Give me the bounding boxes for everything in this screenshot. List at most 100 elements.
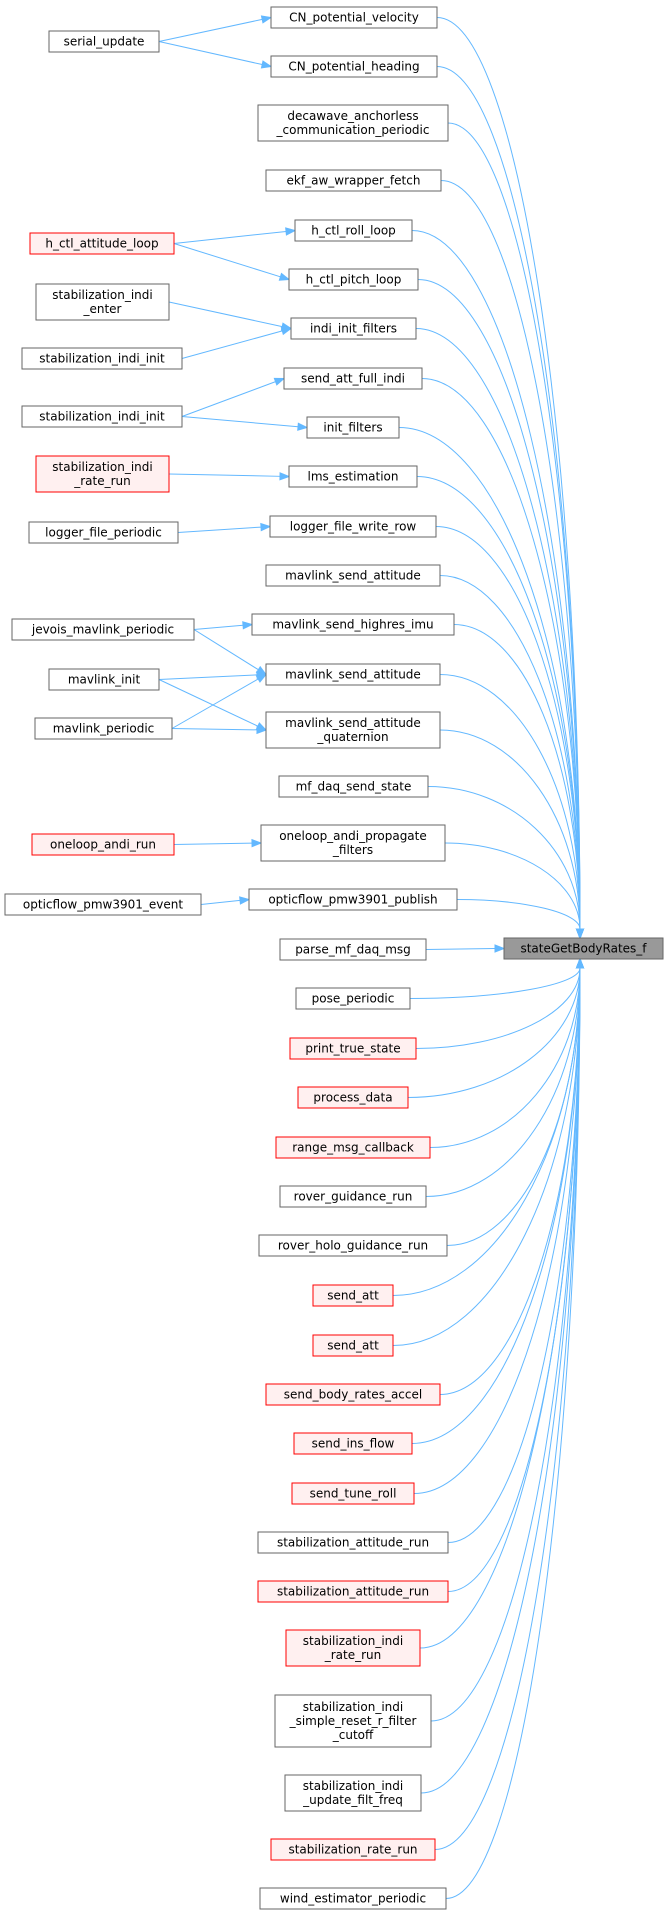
function-node-range-msg[interactable]: range_msg_callback (275, 1136, 431, 1159)
edge-arrowhead (273, 377, 286, 386)
function-node-stab-indi-init-1[interactable]: stabilization_indi_init (21, 347, 183, 370)
function-node-send-body-rates[interactable]: send_body_rates_accel (265, 1383, 441, 1406)
function-node-stab-indi-rate-run-b[interactable]: stabilization_indi_rate_run (285, 1629, 421, 1667)
function-node-mav-att-1[interactable]: mavlink_send_attitude (265, 564, 441, 587)
node-box (279, 938, 427, 961)
function-node-ekf-aw[interactable]: ekf_aw_wrapper_fetch (265, 169, 442, 192)
node-box (248, 888, 458, 911)
edge-print-true-to-target (415, 957, 585, 1049)
node-label: mavlink_periodic (53, 722, 155, 736)
edge-line (435, 526, 581, 930)
node-label: mavlink_send_attitude (285, 716, 421, 730)
edge-line (177, 526, 262, 533)
function-node-wind-est[interactable]: wind_estimator_periodic (259, 1887, 447, 1910)
function-node-parse-mf[interactable]: parse_mf_daq_msg (279, 938, 427, 961)
function-node-rover-guid[interactable]: rover_guidance_run (279, 1185, 427, 1208)
edge-arrowhead (255, 673, 268, 683)
function-node-hctl-att-loop[interactable]: h_ctl_attitude_loop (29, 232, 175, 255)
node-box (259, 1887, 447, 1910)
edge-line (171, 728, 258, 731)
node-label: print_true_state (305, 1042, 400, 1056)
function-node-logger-periodic[interactable]: logger_file_periodic (28, 521, 179, 544)
function-node-print-true[interactable]: print_true_state (289, 1037, 417, 1060)
node-box (265, 663, 441, 686)
function-node-stab-att-run-2[interactable]: stabilization_attitude_run (257, 1580, 449, 1603)
function-node-oneloop-prop[interactable]: oneloop_andi_propagate_filters (260, 824, 446, 862)
function-node-optic-publish[interactable]: opticflow_pmw3901_publish (248, 888, 458, 911)
function-node-decawave[interactable]: decawave_anchorless_communication_period… (257, 104, 449, 142)
function-node-send-att-full-indi[interactable]: send_att_full_indi (283, 367, 423, 390)
edge-arrowhead (239, 896, 251, 905)
function-node-stab-indi-update[interactable]: stabilization_indi_update_filt_freq (284, 1774, 422, 1812)
edge-line (415, 328, 581, 930)
edge-jevois-periodic-to-mav-att-2 (193, 629, 268, 676)
node-label: _simple_reset_r_filter (289, 1714, 417, 1728)
function-node-serial-update[interactable]: serial_update (48, 30, 160, 53)
edge-line (427, 786, 581, 930)
function-node-indi-init-filters[interactable]: indi_init_filters (290, 317, 417, 340)
function-node-jevois-periodic[interactable]: jevois_mavlink_periodic (11, 618, 195, 641)
function-node-cn-vel[interactable]: CN_potential_velocity (270, 6, 438, 29)
edge-line (444, 842, 581, 930)
edge-arrowhead (242, 621, 254, 630)
node-box (279, 1185, 427, 1208)
function-node-lms-estimation[interactable]: lms_estimation (288, 465, 418, 488)
node-box (257, 104, 449, 142)
node-label: stabilization_indi (303, 1779, 403, 1793)
function-node-stab-indi-rate-run-a[interactable]: stabilization_indi_rate_run (35, 455, 170, 493)
target-node-target[interactable]: stateGetBodyRates_f (503, 937, 664, 960)
edge-wind-est-to-target (445, 957, 585, 1899)
function-node-mav-att-2[interactable]: mavlink_send_attitude (265, 663, 441, 686)
function-node-process-data[interactable]: process_data (297, 1086, 409, 1109)
function-node-rover-holo[interactable]: rover_holo_guidance_run (258, 1234, 448, 1257)
function-node-stab-indi-init-2[interactable]: stabilization_indi_init (21, 405, 183, 428)
node-label: send_tune_roll (310, 1487, 397, 1501)
function-node-pose-periodic[interactable]: pose_periodic (295, 987, 411, 1010)
function-node-send-att-1[interactable]: send_att (312, 1284, 394, 1307)
node-label: mavlink_send_attitude (285, 569, 421, 583)
edge-line (392, 967, 581, 1296)
edge-cn-head-to-target (436, 66, 585, 940)
function-node-init-filters[interactable]: init_filters (306, 416, 400, 439)
function-node-send-tune-roll[interactable]: send_tune_roll (291, 1482, 415, 1505)
function-node-optic-event[interactable]: opticflow_pmw3901_event (4, 893, 202, 916)
function-node-send-att-2[interactable]: send_att (312, 1334, 394, 1357)
function-node-stab-att-run-1[interactable]: stabilization_attitude_run (257, 1531, 449, 1554)
function-node-stab-indi-simple[interactable]: stabilization_indi_simple_reset_r_filter… (274, 1694, 432, 1748)
function-node-stab-indi-enter[interactable]: stabilization_indi_enter (35, 283, 170, 321)
edge-arrowhead (575, 957, 585, 969)
node-label: ekf_aw_wrapper_fetch (287, 174, 421, 188)
function-node-hctl-roll[interactable]: h_ctl_roll_loop (294, 219, 413, 242)
function-node-oneloop-run[interactable]: oneloop_andi_run (31, 833, 175, 856)
edge-serial-update-to-cn-vel (158, 15, 273, 42)
function-node-mav-att-quat[interactable]: mavlink_send_attitude_quaternion (265, 711, 441, 749)
function-node-logger-row[interactable]: logger_file_write_row (269, 515, 437, 538)
function-node-hctl-pitch[interactable]: h_ctl_pitch_loop (288, 268, 419, 291)
node-label: _rate_run (324, 1648, 382, 1662)
function-node-cn-head[interactable]: CN_potential_heading (270, 55, 438, 78)
edge-arrowhead (278, 272, 291, 281)
edge-pose-periodic-to-target (409, 957, 585, 999)
edge-line (413, 967, 581, 1494)
node-label: stabilization_indi (52, 288, 152, 302)
edge-line (181, 381, 276, 417)
edge-optic-publish-to-target (456, 899, 585, 940)
node-box (21, 405, 183, 428)
function-node-send-ins-flow[interactable]: send_ins_flow (293, 1432, 413, 1455)
edge-jevois-periodic-to-mav-highres (193, 621, 254, 630)
function-node-stab-rate-run[interactable]: stabilization_rate_run (270, 1838, 436, 1861)
node-box (275, 1136, 431, 1159)
edge-arrowhead (285, 227, 297, 236)
node-box (35, 283, 170, 321)
edge-decawave-to-target (447, 122, 585, 940)
edge-line (158, 18, 263, 42)
edge-oneloop-prop-to-target (444, 842, 585, 940)
function-node-mavlink-periodic[interactable]: mavlink_periodic (34, 717, 173, 740)
edge-stab-indi-init-1-to-indi-init-filters (181, 326, 293, 359)
function-node-mf-daq-send[interactable]: mf_daq_send_state (278, 775, 429, 798)
edge-logger-row-to-target (435, 526, 585, 940)
node-label: _quaternion (316, 730, 388, 744)
edge-line (439, 575, 581, 930)
function-node-mavlink-init[interactable]: mavlink_init (48, 668, 160, 691)
function-node-mav-highres[interactable]: mavlink_send_highres_imu (251, 613, 455, 636)
